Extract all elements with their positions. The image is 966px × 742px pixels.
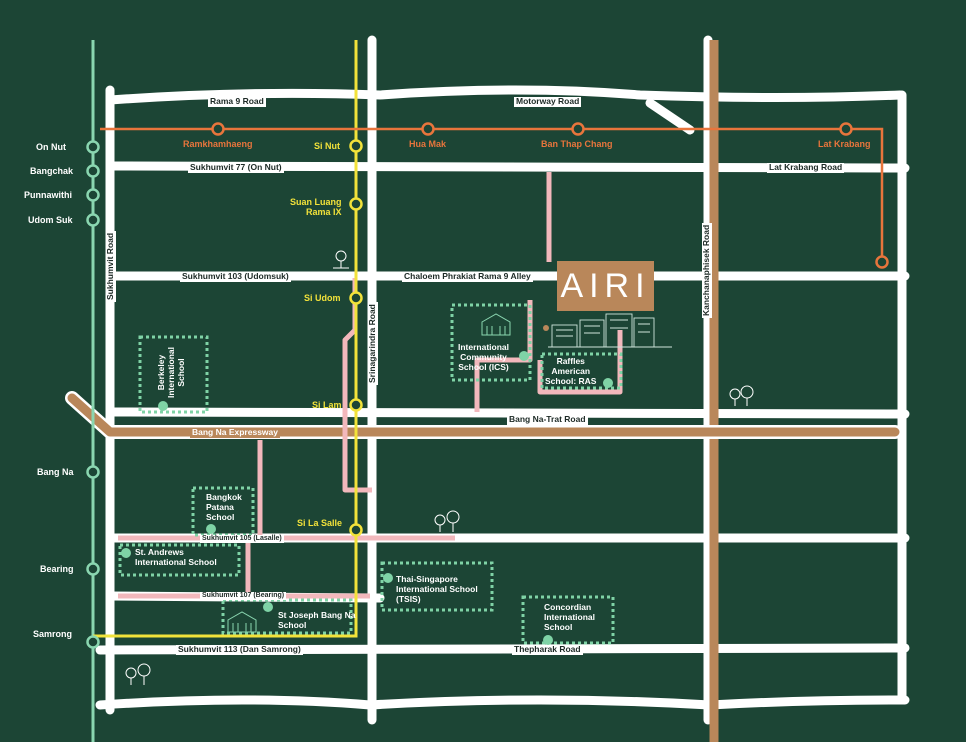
airi-brand-logo: AIRI <box>557 261 654 311</box>
school-concordian: Concordian International School <box>544 602 596 632</box>
bangna-expressway-core <box>67 393 900 437</box>
road-label-sukhumvit105: Sukhumvit 105 (Lasalle) <box>200 535 284 544</box>
school-st-joseph: St Joseph Bang Na School <box>278 610 356 630</box>
station-lat-krabang: Lat Krabang <box>818 139 871 149</box>
project-location-dot <box>543 325 549 331</box>
station-ramkhamhaeng: Ramkhamhaeng <box>183 139 253 149</box>
station-on-nut: On Nut <box>36 142 66 152</box>
school-building-icon <box>227 313 511 633</box>
road-label-sukhumvit103: Sukhumvit 103 (Udomsuk) <box>180 271 291 282</box>
road-label-srinagarindra: Srinagarindra Road <box>367 302 378 385</box>
station-bang-na: Bang Na <box>37 467 74 477</box>
orange-line <box>100 127 884 262</box>
station-bangchak: Bangchak <box>30 166 74 176</box>
road-label-sukhumvit107: Sukhumvit 107 (Bearing) <box>200 592 287 601</box>
station-suan-luang-rama-ix: Suan Luang Rama IX <box>290 197 342 218</box>
road-label-bangna-expressway: Bang Na Expressway <box>190 427 280 438</box>
tree-icons <box>125 250 754 685</box>
school-boxes <box>118 303 623 645</box>
project-building-illustration <box>548 313 672 348</box>
station-udom-suk: Udom Suk <box>28 215 73 225</box>
road-label-bangna-trat: Bang Na-Trat Road <box>507 414 588 425</box>
street-bottom <box>95 695 910 710</box>
school-tsis: Thai-Singapore International School (TSI… <box>396 574 478 604</box>
school-ics: International Community School (ICS) <box>458 342 510 372</box>
station-punnawithi: Punnawithi <box>24 190 72 200</box>
street-motorway-ramp <box>645 98 695 135</box>
station-bearing: Bearing <box>40 564 74 574</box>
school-berkeley: Berkeley International School <box>156 346 186 398</box>
school-bangkok-patana: Bangkok Patana School <box>206 492 242 522</box>
school-ras: Raffles American School: RAS <box>545 356 597 386</box>
station-si-udom: Si Udom <box>304 293 341 303</box>
road-label-lat-krabang: Lat Krabang Road <box>767 162 845 173</box>
school-st-andrews: St. Andrews International School <box>135 547 217 567</box>
school-markers <box>121 351 613 645</box>
orange-stations <box>211 122 889 269</box>
station-samrong: Samrong <box>33 629 73 639</box>
yellow-line <box>93 40 358 638</box>
street-bangna-trat <box>105 407 910 419</box>
road-label-thepharak: Thepharak Road <box>512 644 583 655</box>
station-ban-thap-chang: Ban Thap Chang <box>541 139 613 149</box>
green-stations <box>86 140 100 649</box>
yellow-stations <box>349 139 363 537</box>
road-label-sukhumvit77: Sukhumvit 77 (On Nut) <box>188 162 284 173</box>
street-rama9 <box>105 85 905 105</box>
road-label-rama9: Rama 9 Road <box>208 96 266 107</box>
station-si-lam: Si Lam <box>312 400 342 410</box>
road-label-sukhumvit: Sukhumvit Road <box>105 230 116 302</box>
road-label-kanchanaphisek: Kanchanaphisek Road <box>701 222 712 318</box>
road-label-motorway: Motorway Road <box>514 96 582 107</box>
road-label-chaloem: Chaloem Phrakiat Rama 9 Alley <box>402 271 533 282</box>
road-label-sukhumvit113: Sukhumvit 113 (Dan Samrong) <box>176 644 303 655</box>
station-hua-mak: Hua Mak <box>409 139 447 149</box>
station-si-nut: Si Nut <box>314 141 340 151</box>
station-si-la-salle: Si La Salle <box>297 518 343 528</box>
